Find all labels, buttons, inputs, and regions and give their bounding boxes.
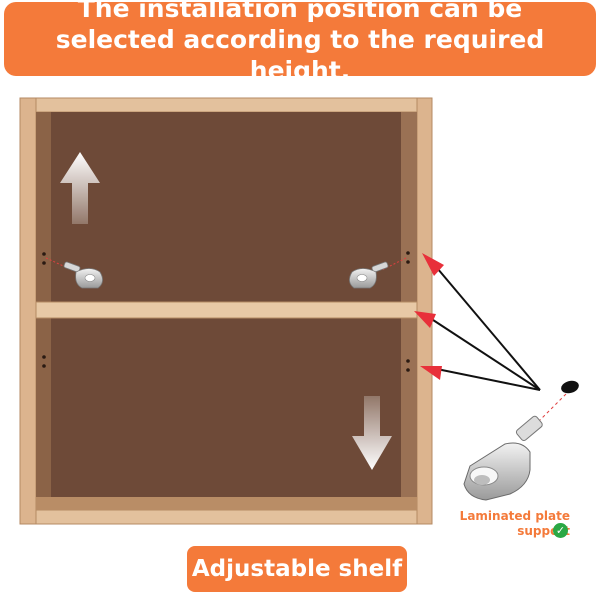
footer-label: Adjustable shelf (191, 556, 403, 582)
up-arrow-icon (60, 152, 100, 224)
caption-line-2: support (517, 524, 570, 538)
pointer-lines (414, 253, 541, 391)
check-icon: ✓ (553, 523, 568, 538)
shelf-support-pin-right (349, 257, 407, 289)
shelf-support-pin-left (45, 257, 103, 289)
caption-line-1: Laminated plate (459, 509, 570, 523)
adjustable-shelf (35, 301, 418, 319)
adjustable-shelf-label: Adjustable shelf (187, 546, 407, 592)
header-title: The installation position can be selecte… (55, 0, 545, 85)
down-arrow-icon (352, 396, 392, 470)
shelf-support-pin-icon (463, 415, 543, 501)
header-banner: The installation position can be selecte… (4, 0, 596, 85)
callout-caption: Laminated plate support (432, 509, 592, 539)
